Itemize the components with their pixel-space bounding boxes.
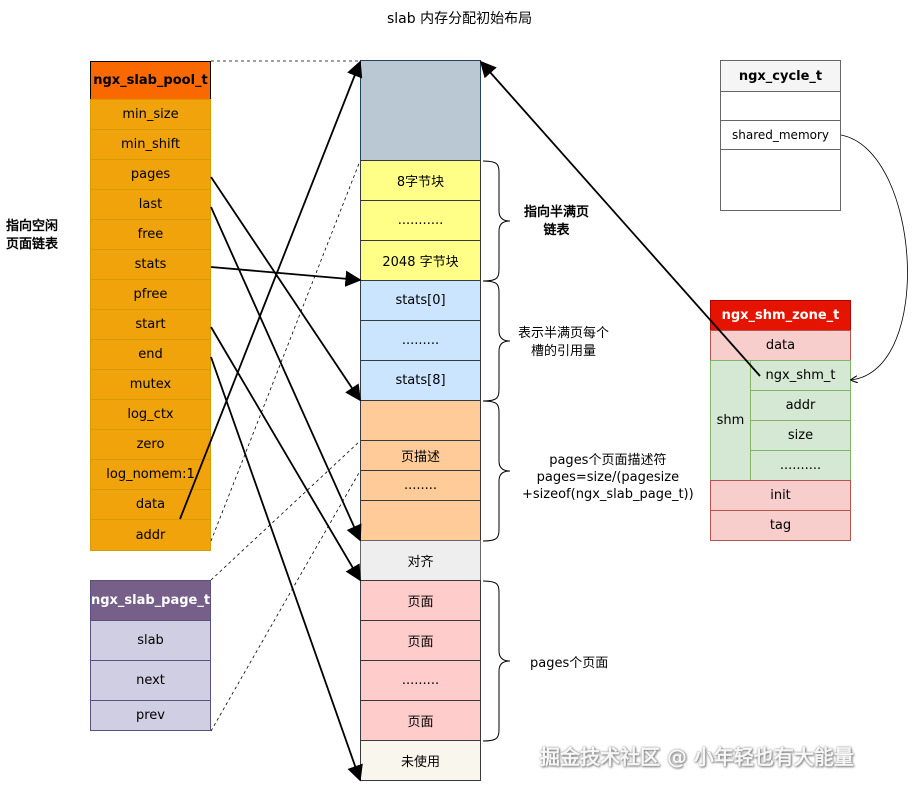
arrow-last bbox=[210, 206, 362, 542]
brace-stats bbox=[482, 280, 511, 402]
memory-pool-header-block bbox=[360, 60, 481, 161]
slab-pool-field-addr: addr bbox=[90, 519, 211, 551]
arrow-stats bbox=[210, 266, 362, 287]
slab-pool-field-min-size: min_size bbox=[90, 99, 211, 130]
shm-field-ngx-shm-t: ngx_shm_t bbox=[750, 360, 851, 391]
memory-unused: 未使用 bbox=[360, 740, 481, 781]
slab-pool-field-free: free bbox=[90, 219, 211, 250]
memory-slot-ellipsis: ........... bbox=[360, 200, 481, 241]
diagram-title: slab 内存分配初始布局 bbox=[387, 11, 533, 27]
arrow-pages bbox=[210, 176, 361, 402]
cycle-blank-bottom bbox=[720, 149, 841, 211]
guide-page-bottom bbox=[210, 470, 361, 732]
watermark: 掘金技术社区 @ 小年轻也有大能量 bbox=[540, 745, 854, 769]
cycle-field-shared-memory: shared_memory bbox=[720, 120, 841, 150]
memory-slot-8: 8字节块 bbox=[360, 160, 481, 201]
memory-stats-ellipsis: ......... bbox=[360, 320, 481, 361]
memory-page-last: 页面 bbox=[360, 700, 481, 741]
shm-zone-shm-label: shm bbox=[710, 360, 751, 481]
shm-zone-field-init: init bbox=[710, 480, 851, 511]
arrow-end bbox=[210, 356, 363, 782]
arrow-shared-memory bbox=[840, 134, 908, 380]
memory-desc-blank-top bbox=[360, 400, 481, 441]
shm-field-size: size bbox=[750, 420, 851, 451]
memory-slot-2048: 2048 字节块 bbox=[360, 240, 481, 281]
cycle-header: ngx_cycle_t bbox=[720, 60, 841, 92]
guide-page-top bbox=[210, 440, 361, 581]
slab-pool-field-data: data bbox=[90, 489, 211, 520]
shm-zone-header: ngx_shm_zone_t bbox=[710, 300, 851, 331]
memory-page-2: 页面 bbox=[360, 620, 481, 661]
slab-page-field-prev: prev bbox=[90, 700, 211, 731]
brace-pages bbox=[482, 580, 511, 742]
slab-pool-field-stats: stats bbox=[90, 249, 211, 280]
arrow-shm-addr bbox=[479, 60, 761, 377]
arrow-data bbox=[179, 60, 363, 520]
guide-pool-bottom bbox=[210, 160, 361, 542]
memory-page-desc: 页描述 bbox=[360, 440, 481, 471]
slab-pool-field-pages: pages bbox=[90, 159, 211, 190]
dashed-guides bbox=[210, 60, 361, 732]
slab-pool-field-last: last bbox=[90, 189, 211, 220]
slab-pool-field-log-ctx: log_ctx bbox=[90, 399, 211, 430]
slab-page-header: ngx_slab_page_t bbox=[90, 580, 211, 621]
annotation-slot-list: 指向半满页链表 bbox=[524, 205, 590, 238]
brace-slots bbox=[482, 160, 511, 282]
brace-page-desc bbox=[482, 400, 511, 542]
shm-field-ellipsis: .......... bbox=[750, 450, 851, 481]
shm-zone-field-tag: tag bbox=[710, 510, 851, 541]
pointer-arrows bbox=[179, 60, 761, 782]
annotation-free-pages: 指向空闲页面链表 bbox=[6, 219, 59, 252]
annotation-pages: pages个页面 bbox=[530, 656, 609, 671]
braces bbox=[482, 160, 511, 742]
slab-pool-field-zero: zero bbox=[90, 429, 211, 460]
arrow-start bbox=[210, 326, 361, 582]
slab-pool-field-pfree: pfree bbox=[90, 279, 211, 310]
annotation-stats: 表示半满页每个槽的引用量 bbox=[518, 326, 610, 359]
slab-page-field-slab: slab bbox=[90, 620, 211, 661]
memory-page-desc-ellipsis: ........ bbox=[360, 470, 481, 501]
